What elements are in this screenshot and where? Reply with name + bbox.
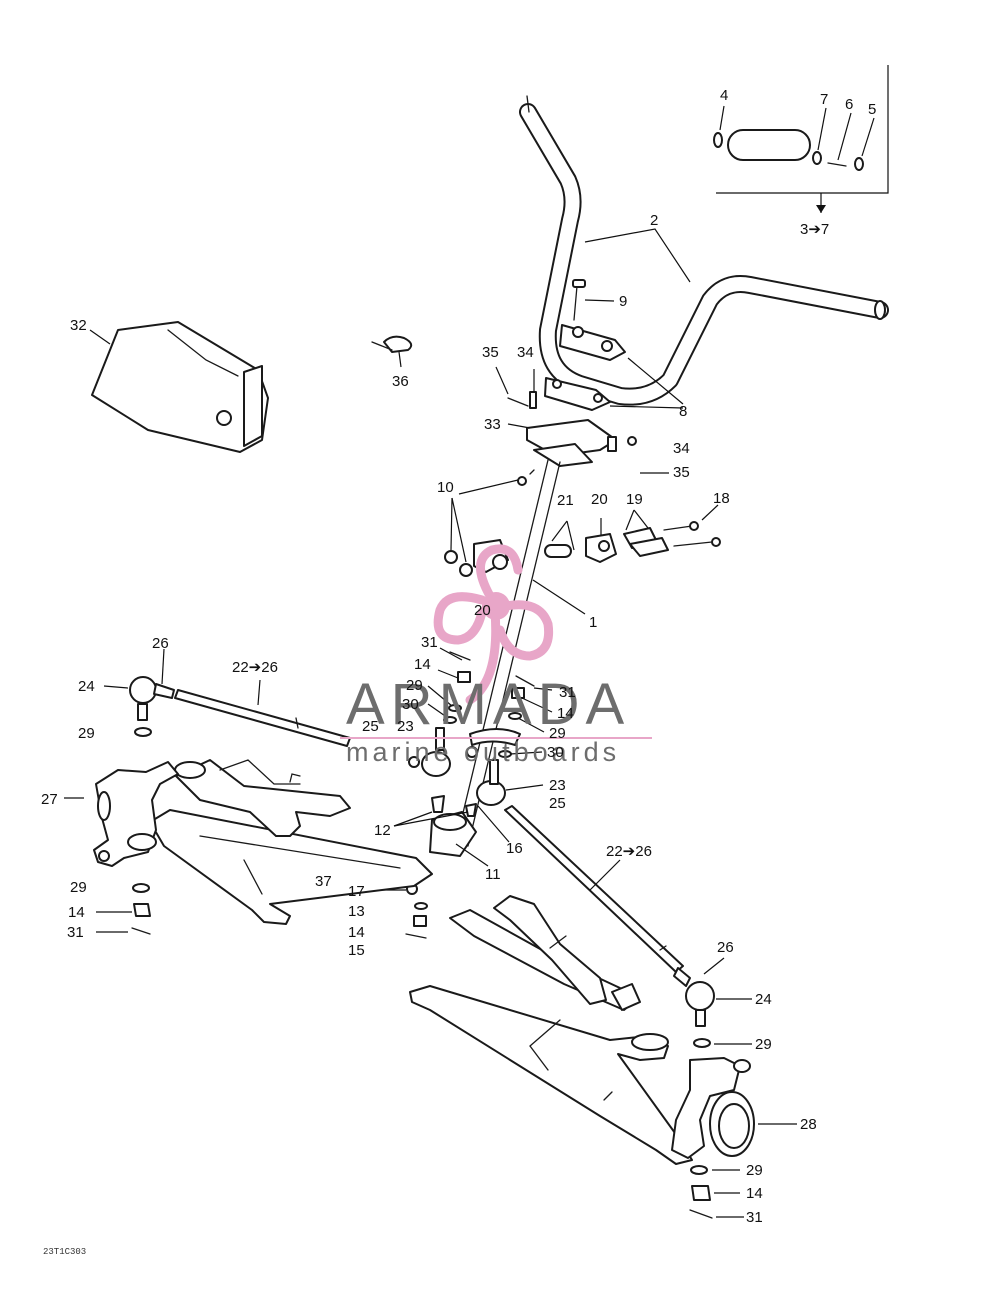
callout-5: 5: [868, 101, 876, 118]
callout-29-left-top: 29: [78, 725, 95, 742]
callout-17: 17: [348, 883, 365, 900]
callout-29-center: 29: [406, 677, 423, 694]
callout-16: 16: [506, 840, 523, 857]
callout-23-left: 23: [397, 718, 414, 735]
callout-30-right: 30: [547, 744, 564, 761]
steering-cover: [89, 321, 413, 453]
callout-22-26-right: 22➔26: [606, 843, 652, 860]
callout-10: 10: [437, 479, 454, 496]
callout-20-right: 20: [591, 491, 608, 508]
handlebar: [519, 95, 889, 406]
callout-21: 21: [557, 492, 574, 509]
callout-7: 7: [820, 91, 828, 108]
callout-34-top: 34: [517, 344, 534, 361]
bearing-bracket: [544, 504, 721, 563]
callout-6: 6: [845, 96, 853, 113]
callout-24-left: 24: [78, 678, 95, 695]
handlebar-clamps: [544, 279, 684, 411]
callout-27: 27: [41, 791, 58, 808]
callout-26-left: 26: [152, 635, 169, 652]
tie-rod-left: [103, 648, 351, 747]
callout-36: 36: [392, 373, 409, 390]
a-arm-left: [149, 759, 433, 925]
callout-13: 13: [348, 903, 365, 920]
grip-kit-inset: [713, 65, 889, 213]
callout-25-right: 25: [549, 795, 566, 812]
callout-14-left: 14: [68, 904, 85, 921]
callout-29-left-bottom: 29: [70, 879, 87, 896]
callout-31-left: 31: [67, 924, 84, 941]
callout-14-center: 14: [414, 656, 431, 673]
callout-9: 9: [619, 293, 627, 310]
callout-12: 12: [374, 822, 391, 839]
callout-29-right-top: 29: [549, 725, 566, 742]
callout-25-left: 25: [362, 718, 379, 735]
callout-23-right: 23: [549, 777, 566, 794]
drawing-code: 23T1C303: [43, 1247, 86, 1257]
callout-29-right-bottom: 29: [746, 1162, 763, 1179]
callout-28: 28: [800, 1116, 817, 1133]
callout-31-right: 31: [559, 684, 576, 701]
callout-24-right: 24: [755, 991, 772, 1008]
callout-4: 4: [720, 87, 728, 104]
callout-31-right-bottom: 31: [746, 1209, 763, 1226]
callout-33: 33: [484, 416, 501, 433]
callout-1: 1: [589, 614, 597, 631]
callout-29-right-mid: 29: [755, 1036, 772, 1053]
callout-3-7: 3➔7: [800, 221, 829, 238]
callout-34-right: 34: [673, 440, 690, 457]
callout-14-lower: 14: [348, 924, 365, 941]
callout-2: 2: [650, 212, 658, 229]
callout-8: 8: [679, 403, 687, 420]
callout-35-top: 35: [482, 344, 499, 361]
propeller-logo-icon: [433, 544, 554, 705]
center-ball-joints: [393, 647, 553, 867]
callout-26-right: 26: [717, 939, 734, 956]
callout-15: 15: [348, 942, 365, 959]
propeller-hub: [482, 592, 510, 620]
callout-22-26-left: 22➔26: [232, 659, 278, 676]
callout-14-right-bottom: 14: [746, 1185, 763, 1202]
callout-18: 18: [713, 490, 730, 507]
callout-31-center: 31: [421, 634, 438, 651]
a-arm-right: [409, 895, 693, 1165]
callout-14-right: 14: [557, 705, 574, 722]
knuckle-right: [671, 1038, 797, 1219]
callout-30-center: 30: [402, 696, 419, 713]
callout-labels: 4 7 6 5 3➔7 2 9 32 35 34 36 8 33 34 35 1…: [41, 87, 876, 1257]
callout-37: 37: [315, 873, 332, 890]
callout-19: 19: [626, 491, 643, 508]
callout-35-right: 35: [673, 464, 690, 481]
callout-20-center: 20: [474, 602, 491, 619]
watermark-title: ARMADA: [346, 672, 630, 737]
armada-watermark: ARMADA marine outboards: [340, 544, 652, 767]
tie-rod-right: [504, 805, 752, 1027]
callout-32: 32: [70, 317, 87, 334]
watermark-subtitle: marine outboards: [346, 737, 620, 767]
knuckle-left: [64, 727, 179, 935]
callout-11: 11: [485, 866, 501, 883]
